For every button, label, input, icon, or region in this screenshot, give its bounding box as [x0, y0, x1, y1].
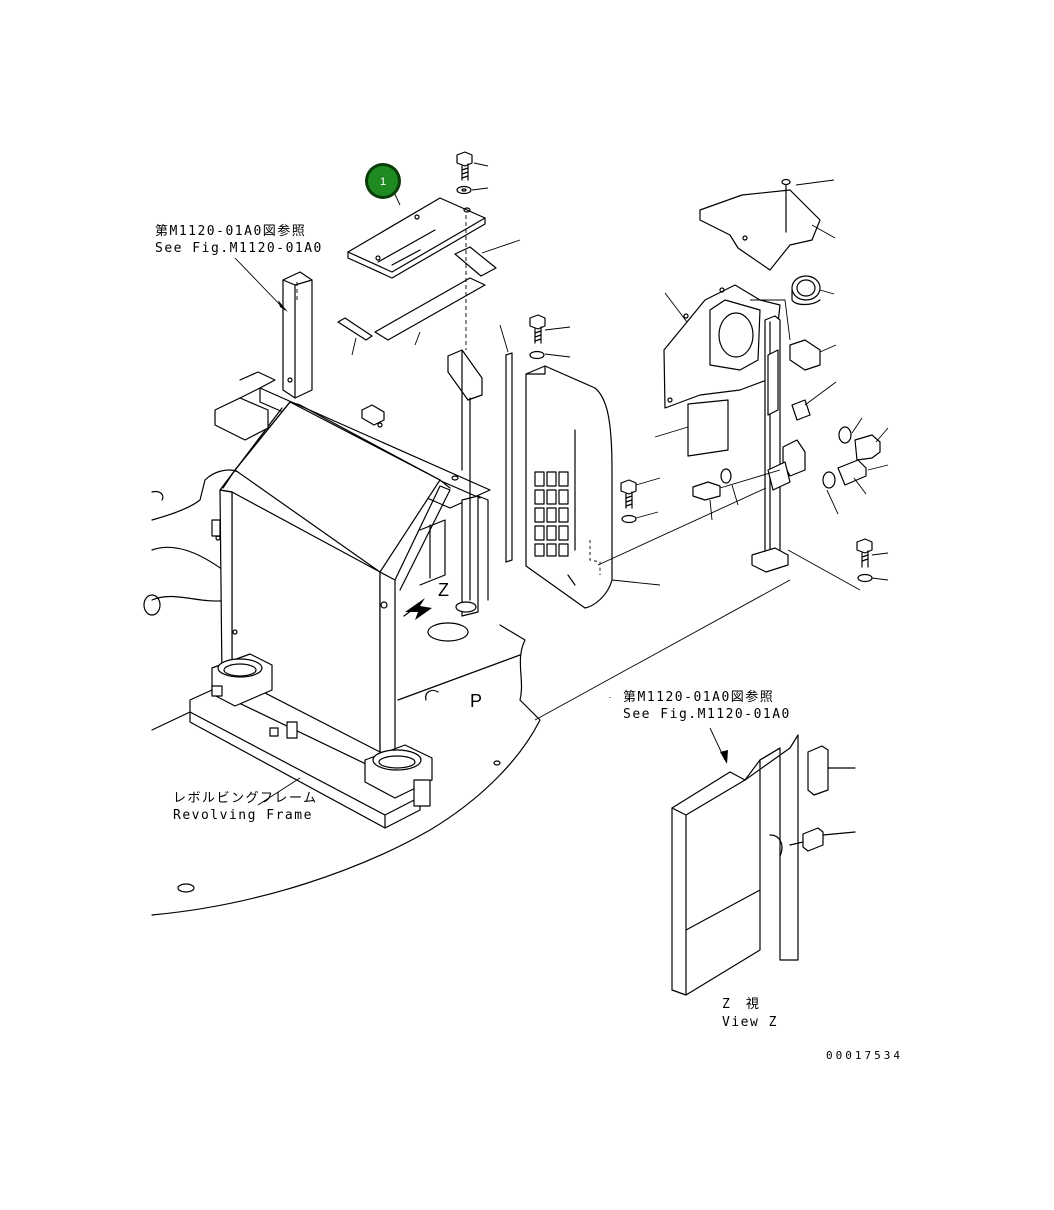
- ref-label-top-jp: 第M1120-01A0図参照: [155, 223, 306, 239]
- louver-grille: [534, 471, 569, 557]
- drawing-number: 00017534: [826, 1049, 903, 1062]
- frame-label-en: Revolving Frame: [173, 808, 313, 823]
- view-z-detail: [671, 727, 856, 996]
- callout-number: 1: [380, 176, 386, 188]
- ref-label-top-en: See Fig.M1120-01A0: [155, 241, 323, 256]
- frame-label-jp: レボルビングフレーム: [173, 791, 318, 806]
- view-z-arrow-icon: [405, 598, 432, 620]
- revolving-frame-floor: [143, 469, 541, 916]
- cover-plate-part: [296, 197, 513, 601]
- floor-marker-p: P: [470, 691, 482, 711]
- view-z-label-jp: Z 視: [722, 997, 760, 1012]
- side-cover-part: [525, 365, 613, 609]
- leader-lines: [234, 162, 889, 806]
- right-bracket-assembly: [534, 178, 881, 721]
- callout-badge-1[interactable]: 1: [365, 163, 401, 199]
- view-z-marker: Z: [438, 580, 449, 600]
- ref-label-bottom-en: See Fig.M1120-01A0: [623, 707, 791, 722]
- ref-label-bottom-jp: 第M1120-01A0図参照: [623, 689, 774, 705]
- view-z-label-en: View Z: [722, 1015, 778, 1030]
- bolt-set-top: [456, 151, 873, 583]
